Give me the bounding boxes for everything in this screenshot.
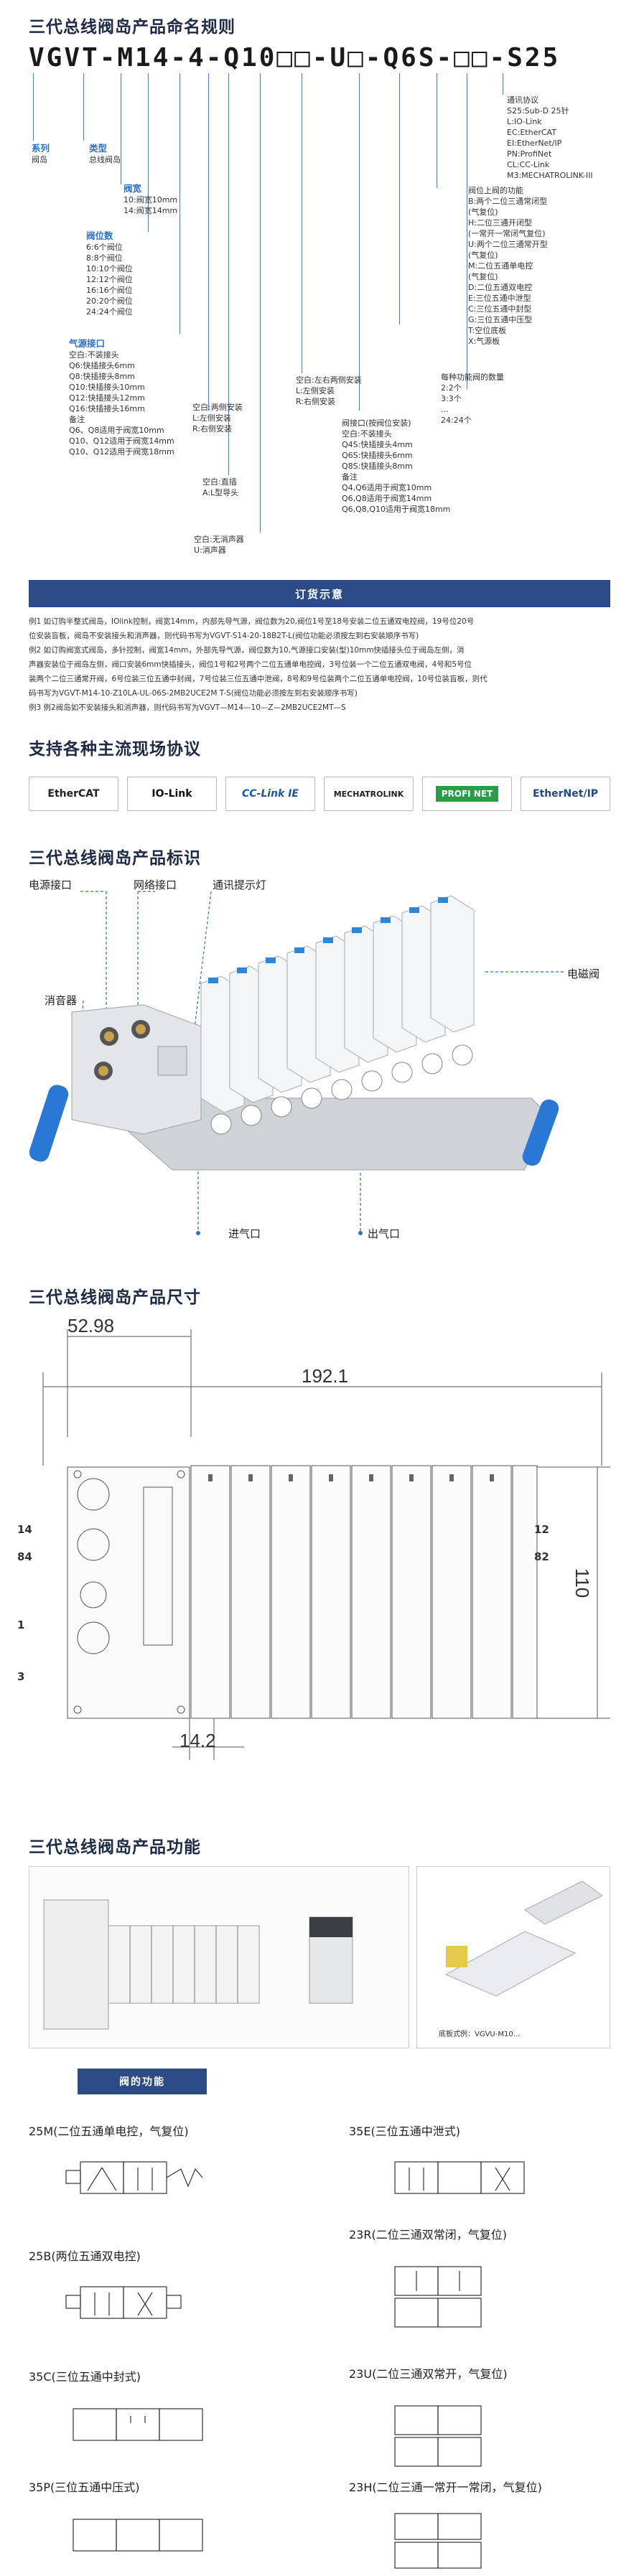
count-block: 阀位数 6:6个阀位 8:8个阀位 10:10个阀位 12:12个阀位 16:1… <box>86 230 133 317</box>
protocol-logos: EtherCAT IO-Link CC-Link IE MECHATROLINK… <box>29 777 610 811</box>
valve-35p-name: 35P(三位五通中压式) <box>29 2481 140 2494</box>
valve-23r-name: 23R(二位三通双常闭，气复位) <box>349 2228 507 2242</box>
port-labels: 14 84 <box>17 1523 32 1563</box>
dimension-drawing <box>42 1329 610 1760</box>
solenoid-label: 电磁阀 <box>567 968 600 980</box>
cclink-logo: CC-Link IE <box>225 777 315 811</box>
order-text: 例1 如订购半整式阀岛，IOlink控制，阀宽14mm，内部先导气源，阀位数为2… <box>29 617 488 712</box>
network-label: 网络接口 <box>134 879 177 891</box>
valve-island-illustration <box>29 891 566 1235</box>
ethercat-logo: EtherCAT <box>29 777 118 811</box>
valve-35e-symbol <box>394 2161 525 2194</box>
muffler-label: 消音器 <box>45 994 78 1007</box>
protocols-title: 支持各种主流现场协议 <box>29 740 201 759</box>
naming-title: 三代总线阀岛产品命名规则 <box>29 18 235 37</box>
valve-25m-symbol <box>65 2161 203 2194</box>
dim-height: 110 <box>572 1568 594 1598</box>
dim-pitch: 14.2 <box>179 1730 216 1751</box>
dim-width-total: 192.1 <box>302 1365 349 1387</box>
valve-35e-name: 35E(三位五通中泄式) <box>349 2125 460 2138</box>
indicator-label: 通讯提示灯 <box>213 879 267 891</box>
valve-35c-name: 35C(三位五通中封式) <box>29 2370 141 2384</box>
valve-23h-symbol <box>394 2513 482 2569</box>
protocol-block: 通讯协议 S25:Sub-D 25针 L:IO-Link EC:EtherCAT… <box>507 95 593 180</box>
profinet-logo: PROFI NET <box>422 777 512 811</box>
ethernetip-logo: EtherNet/IP <box>521 777 610 811</box>
power-label: 电源接口 <box>29 879 73 891</box>
width-block: 阀宽 10:阀宽10mm 14:阀宽14mm <box>123 183 178 215</box>
muffler-block: 空白:无消声器 U:消声器 <box>194 535 244 555</box>
port-labels-bottom: 1 3 <box>17 1619 25 1683</box>
width-line: 10:阀宽10mm <box>123 195 178 205</box>
valve-25b-name: 25B(两位五通双电控) <box>29 2249 141 2263</box>
valve-25b-symbol <box>65 2286 182 2319</box>
valve-35p-symbol <box>73 2519 203 2552</box>
labels-title: 三代总线阀岛产品标识 <box>29 849 201 868</box>
valve-func-bar: 阀的功能 <box>78 2069 207 2094</box>
diagram-left <box>29 1866 409 2048</box>
mechatrolink-logo: MECHATROLINK <box>324 777 414 811</box>
diagram-right: 底板式例：VGVU-M10... <box>416 1866 610 2048</box>
series-block: 系列 阀岛 <box>32 143 50 164</box>
order-title-bar: 订货示意 <box>29 580 610 607</box>
valve-func-block: 阀位上阀的功能 B:两个二位三通常闭型 (气复位) H:二位三通开闭型 (一常开… <box>468 186 548 346</box>
dim-width-module: 52.98 <box>67 1315 115 1336</box>
iolink-logo: IO-Link <box>127 777 217 811</box>
func-count-block: 每种功能阀的数量 2:2个 3:3个 ... 24:24个 <box>441 373 504 425</box>
valve-23u-symbol <box>394 2405 482 2467</box>
port-labels-right: 12 82 <box>534 1523 549 1563</box>
function-title: 三代总线阀岛产品功能 <box>29 1838 201 1857</box>
valve-25m-name: 25M(二位五通单电控，气复位) <box>29 2125 189 2138</box>
side-mount-block: 空白:两侧安装 L:左侧安装 R:右侧安装 <box>192 403 243 434</box>
rail-block: 空白:直插 A:L型导头 <box>202 477 239 497</box>
width-line: 14:阀宽14mm <box>123 206 178 215</box>
dims-title: 三代总线阀岛产品尺寸 <box>29 1288 201 1307</box>
valve-23h-name: 23H(二位三通一常开一常闭，气复位) <box>349 2481 542 2494</box>
valve-23u-name: 23U(二位三通双常开，气复位) <box>349 2367 508 2381</box>
inlet-label: 进气口 <box>228 1227 261 1240</box>
diagram-caption: 底板式例：VGVU-M10... <box>439 2031 521 2038</box>
air-in-block: 气源接口 空白:不装接头 Q6:快插接头6mm Q8:快插接头8mm Q10:快… <box>69 338 174 456</box>
port-block: 阀接口(按阀位安装) 空白:不装接头 Q4S:快插接头4mm Q6S:快插接头6… <box>342 418 451 514</box>
mount2-block: 空白:左右两侧安装 L:左侧安装 R:右侧安装 <box>296 375 362 406</box>
valve-23r-symbol <box>394 2266 482 2328</box>
outlet-label: 出气口 <box>368 1227 401 1240</box>
type-block: 类型 总线阀岛 <box>89 143 121 164</box>
model-code: VGVT-M14-4-Q10□□-U□-Q6S-□□-S25 <box>29 43 561 72</box>
valve-35c-symbol <box>73 2408 203 2441</box>
